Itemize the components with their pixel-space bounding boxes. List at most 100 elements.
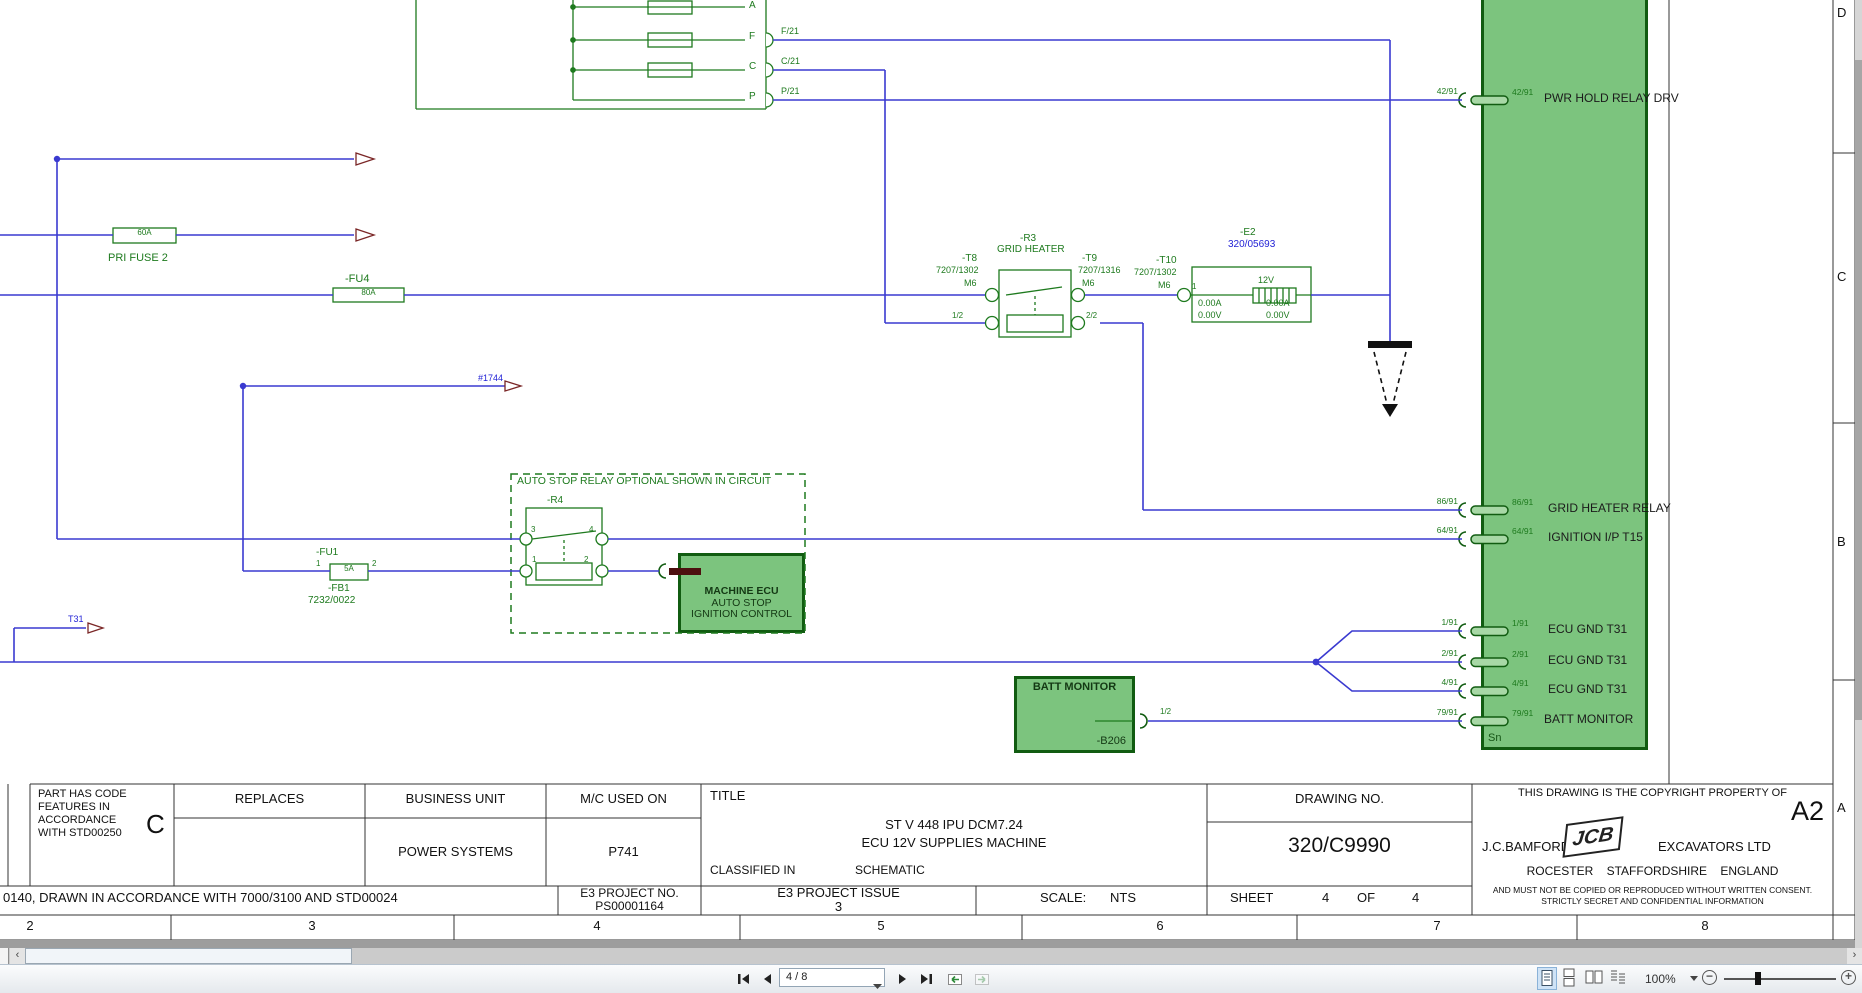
drawing-no-header: DRAWING NO. bbox=[1294, 791, 1385, 806]
replaces-header: REPLACES bbox=[234, 791, 305, 806]
resize-grip bbox=[0, 948, 9, 964]
connector-pin-p: P bbox=[749, 91, 756, 102]
drawing-title-line1: ST V 448 IPU DCM7.24 bbox=[885, 817, 1023, 832]
t10-size: M6 bbox=[1158, 280, 1171, 290]
vertical-scrollbar[interactable] bbox=[1855, 0, 1862, 948]
wire-label-c21: C/21 bbox=[781, 56, 801, 66]
ecu-pin-in-num: 64/91 bbox=[1512, 526, 1534, 536]
scroll-right-button[interactable]: › bbox=[1847, 948, 1862, 964]
sheet-of-label: OF bbox=[1357, 890, 1376, 905]
page-dropdown-caret-icon[interactable] bbox=[873, 976, 882, 993]
ecu-pin-out-num: 79/91 bbox=[1436, 707, 1458, 717]
business-unit-value: POWER SYSTEMS bbox=[398, 844, 513, 859]
layout-single-page-button[interactable] bbox=[1537, 967, 1557, 990]
t8-name: -T8 bbox=[962, 253, 977, 264]
coil-left-pin: 1/2 bbox=[952, 311, 964, 320]
ecu-pin-in-num: 2/91 bbox=[1512, 649, 1529, 659]
t10-name: -T10 bbox=[1156, 255, 1177, 266]
company-left: J.C.BAMFORD bbox=[1482, 839, 1571, 854]
ecu-pin-in-num: 86/91 bbox=[1512, 497, 1534, 507]
connector-pin-f: F bbox=[749, 31, 756, 42]
zoom-slider-handle[interactable] bbox=[1755, 972, 1761, 985]
page-number-input[interactable]: 4 / 8 bbox=[779, 968, 885, 989]
r4-pin1: 1 bbox=[532, 555, 537, 564]
zoom-level: 100% bbox=[1645, 972, 1676, 986]
e2-voltage: 12V bbox=[1258, 275, 1275, 285]
ecu-corner-label: Sn bbox=[1488, 732, 1502, 744]
vertical-scroll-thumb[interactable] bbox=[1855, 60, 1862, 720]
ecu-pin-in-num: 79/91 bbox=[1512, 708, 1534, 718]
continuous-page-icon bbox=[1563, 968, 1575, 987]
layout-facing-button[interactable] bbox=[1584, 967, 1604, 990]
t9-part: 7207/1316 bbox=[1078, 265, 1121, 275]
r4-name: -R4 bbox=[547, 495, 564, 506]
col-number: 6 bbox=[1156, 918, 1164, 933]
ecu-pin-label-batt: BATT MONITOR bbox=[1544, 712, 1634, 726]
pri-fuse2-rating: 60A bbox=[137, 228, 152, 237]
e2-right-volts: 0.00V bbox=[1266, 310, 1290, 320]
ecu-pin-in-num: 4/91 bbox=[1512, 678, 1529, 688]
zoom-out-button[interactable]: − bbox=[1702, 970, 1717, 985]
ref-1744: #1744 bbox=[478, 373, 504, 383]
zoom-slider-track[interactable] bbox=[1724, 978, 1836, 980]
connector-pin-a: A bbox=[749, 0, 756, 11]
facing-pages-icon bbox=[1585, 970, 1603, 984]
part-code-note: WITH STD00250 bbox=[38, 827, 122, 839]
scale-label: SCALE: bbox=[1040, 890, 1087, 905]
facing-continuous-icon bbox=[1611, 970, 1625, 984]
r4-pin4: 4 bbox=[589, 525, 594, 534]
single-page-icon bbox=[1541, 970, 1553, 986]
drawn-note: 0140, DRAWN IN ACCORDANCE WITH 7000/3100… bbox=[3, 890, 398, 905]
fu4-rating: 80A bbox=[361, 288, 376, 297]
ecu-pin-label-gnd1: ECU GND T31 bbox=[1548, 622, 1628, 636]
ecu-pin-out-num: 1/91 bbox=[1441, 617, 1458, 627]
ecu-pin-label-ignition: IGNITION I/P T15 bbox=[1548, 530, 1643, 544]
drawing-no-value: 320/C9990 bbox=[1288, 834, 1391, 857]
t9-size: M6 bbox=[1082, 278, 1095, 288]
company-right: EXCAVATORS LTD bbox=[1658, 839, 1771, 854]
wire-label-p21: P/21 bbox=[781, 86, 800, 96]
last-page-button[interactable] bbox=[919, 973, 933, 985]
t8-part: 7207/1302 bbox=[936, 265, 979, 275]
fb1-part: 7232/0022 bbox=[308, 595, 356, 606]
confidential-line2: STRICTLY SECRET AND CONFIDENTIAL INFORMA… bbox=[1541, 896, 1764, 906]
title-header: TITLE bbox=[710, 788, 746, 803]
ecu-pin-out-num: 4/91 bbox=[1441, 677, 1458, 687]
e2-left-amps: 0.00A bbox=[1198, 298, 1222, 308]
horizontal-scroll-thumb[interactable] bbox=[25, 948, 352, 964]
ecu-pin-out-num: 64/91 bbox=[1436, 525, 1458, 535]
previous-page-button[interactable] bbox=[761, 973, 773, 985]
e3-issue-value: 3 bbox=[834, 899, 843, 914]
ground-symbol bbox=[1368, 341, 1412, 417]
zoom-in-button[interactable]: + bbox=[1841, 970, 1856, 985]
offpage-arrows bbox=[87, 152, 524, 634]
previous-view-button[interactable] bbox=[946, 970, 965, 987]
ecu-pin-out-num: 86/91 bbox=[1436, 496, 1458, 506]
sheet-size: A2 bbox=[1791, 796, 1825, 826]
ecu-pin-label-gnd3: ECU GND T31 bbox=[1548, 682, 1628, 696]
ecu-pin-out-num: 42/91 bbox=[1436, 86, 1458, 96]
pri-fuse2-label: PRI FUSE 2 bbox=[108, 252, 168, 264]
first-page-button[interactable] bbox=[737, 973, 751, 985]
classified-in-label: CLASSIFIED IN bbox=[710, 863, 796, 877]
coil-right-pin: 2/2 bbox=[1086, 311, 1098, 320]
horizontal-scrollbar[interactable]: ‹ › bbox=[0, 948, 1862, 964]
batt-monitor-title: BATT MONITOR bbox=[1032, 681, 1117, 693]
zoom-dropdown-caret-icon[interactable] bbox=[1690, 976, 1698, 981]
confidential-line1: AND MUST NOT BE COPIED OR REPRODUCED WIT… bbox=[1492, 885, 1813, 895]
fu4-name: -FU4 bbox=[345, 273, 370, 285]
t9-name: -T9 bbox=[1082, 253, 1097, 264]
layout-continuous-button[interactable] bbox=[1560, 967, 1580, 990]
scroll-left-button[interactable]: ‹ bbox=[10, 948, 25, 964]
ecu-pin-in-num: 42/91 bbox=[1512, 87, 1534, 97]
fu1-pin2: 2 bbox=[372, 559, 377, 568]
fu1-rating: 5A bbox=[344, 564, 354, 573]
next-page-button[interactable] bbox=[897, 973, 909, 985]
next-view-button[interactable] bbox=[973, 970, 992, 987]
business-unit-header: BUSINESS UNIT bbox=[405, 791, 506, 806]
batt-monitor-ref: -B206 bbox=[1096, 735, 1126, 747]
e2-name: -E2 bbox=[1240, 227, 1256, 238]
ecu-pin-label-gnd2: ECU GND T31 bbox=[1548, 653, 1628, 667]
layout-facing-continuous-button[interactable] bbox=[1608, 967, 1628, 990]
ecu-pin-in-num: 1/91 bbox=[1512, 618, 1529, 628]
